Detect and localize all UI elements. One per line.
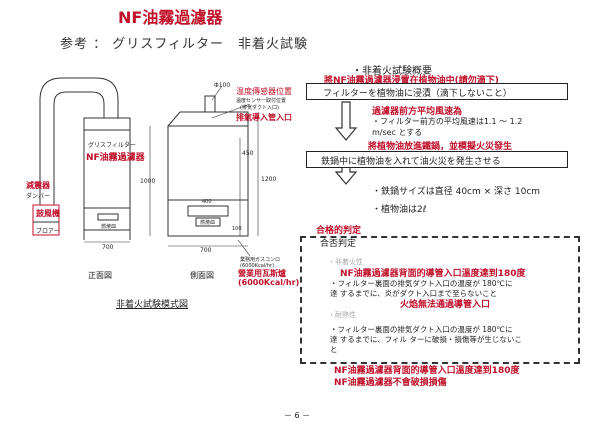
- sec2-text-2: 達 するまでに、フィル ターに破損・損傷等が生じないこ: [330, 335, 522, 344]
- side-width-dim: 700: [200, 247, 212, 254]
- dim-1000: 1000: [140, 178, 156, 185]
- criteria-footer-red-1: NF油霧過濾器背面的導管入口溫度達到180度: [334, 366, 520, 376]
- sec2-text-3: と: [330, 345, 338, 354]
- sec1-red-2: 火焰無法通過導管入口: [400, 300, 491, 310]
- overview-text-4: ・植物油は2ℓ: [372, 205, 427, 215]
- overview-red-2: 過濾器前方平均風速為: [372, 107, 463, 117]
- overview-box-2: 鉄鍋中に植物油を入れて油火災を発生させる: [306, 151, 568, 168]
- criteria-footer-red-2: NF油霧過濾器不會破損損傷: [334, 378, 447, 388]
- side-oil-pan-label: 燃焼皿: [200, 220, 216, 226]
- criteria-title-cn: 合格的判定: [316, 226, 362, 236]
- overview-text-3: ・鉄鍋サイズは直径 40cm × 深さ 10cm: [372, 187, 541, 197]
- gas-stove-label-cn: 營業用瓦斯爐: [238, 269, 286, 278]
- front-filter-label-jp: グリスフィルター: [88, 142, 136, 149]
- overview-text-2b: m/sec とする: [372, 128, 423, 137]
- overview-red-3: 將植物油放進鐵鍋，並模擬火災發生: [368, 142, 513, 152]
- blower-label-cn: 鼓風機: [36, 209, 60, 218]
- front-oil-pan-label: 燃焼皿: [101, 224, 117, 230]
- front-width-dim: 700: [102, 244, 114, 251]
- sec1-text-2: 達 するまでに、炎がダクト入口まで至らないこと: [330, 289, 498, 298]
- sec1-label: ・非着火性: [328, 258, 363, 266]
- sec1-red: NF油霧過濾器背面的導管入口溫度達到180度: [340, 269, 526, 279]
- front-filter-label-cn: NF油霧過濾器: [86, 153, 145, 163]
- front-view-caption: 正面図: [88, 271, 112, 280]
- top-duct-dim: Φ100: [214, 82, 231, 89]
- sensor-position-label: 温度傳感器位置: [236, 87, 292, 96]
- dim-100: 100: [232, 226, 242, 232]
- overview-box-1: フィルターを植物油に浸漬（滴下しないこと）: [306, 83, 568, 100]
- criteria-box: [300, 236, 580, 364]
- blower-label-jp: ブロアー: [36, 228, 60, 235]
- side-oil-pan-w: 400: [202, 199, 212, 205]
- damper-label-cn: 減震器: [26, 181, 50, 190]
- gas-stove-kcal: (6000Kcal/hr): [238, 278, 300, 287]
- page-number: － 6 －: [284, 411, 311, 420]
- overview-text-2a: ・フィルター前方の平均風速は1.1 ～ 1.2: [372, 117, 523, 126]
- gas-stove-kcal-small: (6000Kcal/hr): [240, 263, 275, 269]
- gas-stove-label-jp: 業務用ガスコンロ: [240, 257, 281, 263]
- side-view-caption: 側面図: [190, 271, 214, 280]
- criteria-title-jp: 合否判定: [320, 239, 357, 249]
- damper-label-jp: ダンパー: [26, 193, 51, 200]
- overview-box-1-text: フィルターを植物油に浸漬（滴下しないこと）: [323, 89, 512, 99]
- sensor-detail-label: 温度センサー取付位置: [236, 98, 287, 104]
- sec2-text-1: ・フィルター裏面の排気ダクト入口の温度が 180℃に: [330, 325, 513, 334]
- sec1-text-1: ・フィルター裏面の排気ダクト入口の温度が 180℃に: [330, 279, 513, 288]
- overview-box-2-text: 鉄鍋中に植物油を入れて油火災を発生させる: [321, 157, 501, 167]
- dim-450: 450: [242, 150, 254, 157]
- exhaust-inlet-label: 排氣導入管入口: [236, 113, 292, 122]
- overview-red-1: 將NF油霧過濾器浸置在植物油中(請勿滴下): [324, 76, 499, 86]
- dim-1200: 1200: [261, 176, 277, 183]
- page-subtitle: 参考 ： グリスフィルター 非着火試験: [60, 37, 309, 52]
- sec2-label: ・耐熱性: [328, 311, 356, 319]
- page-title: NF油霧過濾器: [118, 8, 223, 27]
- sensor-detail-label-2: (排気ダクト入口): [240, 105, 279, 111]
- diagram-caption: 非着火試験模式図: [116, 300, 189, 310]
- overview-title: ・非着火試験概要: [352, 66, 432, 77]
